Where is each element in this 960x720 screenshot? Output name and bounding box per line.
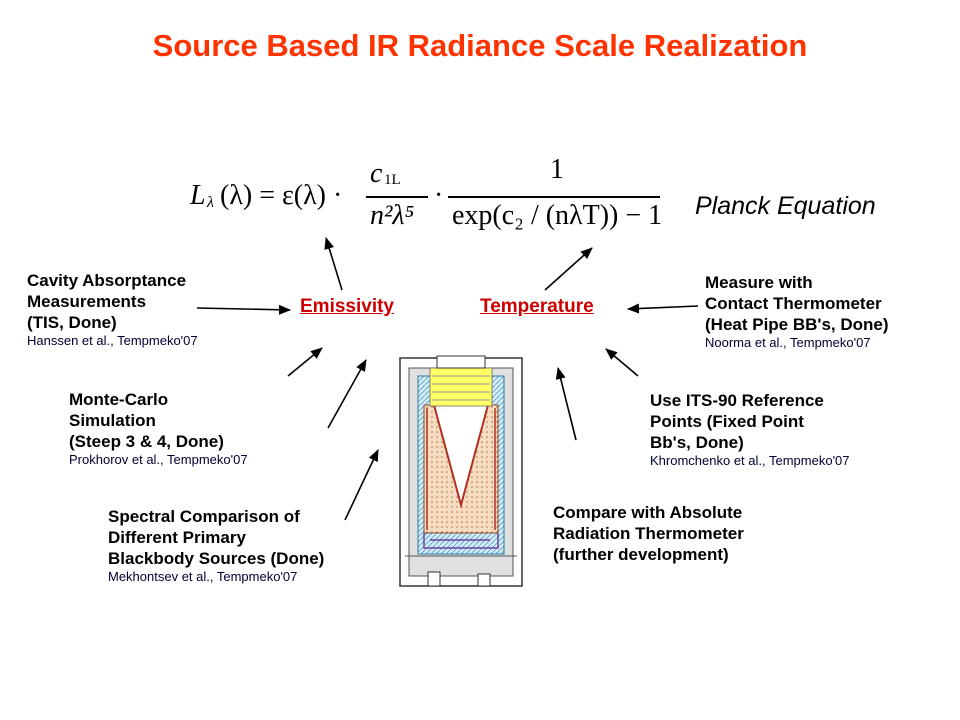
montecarlo-box: Monte-Carlo Simulation (Steep 3 & 4, Don…	[69, 389, 248, 468]
eq-lhs-sub: λ	[207, 194, 214, 211]
temperature-label: Temperature	[480, 296, 594, 317]
its90-box: Use ITS-90 Reference Points (Fixed Point…	[650, 390, 850, 469]
eq-frac2-den: exp(c₂ / (nλT)) − 1	[452, 200, 663, 231]
emissivity-label: Emissivity	[300, 296, 394, 317]
contact-line-3: (Heat Pipe BB's, Done)	[705, 315, 889, 334]
montecarlo-line-1: Monte-Carlo	[69, 390, 169, 409]
arrow-spectral-to-emissivity	[344, 449, 379, 521]
arrow-right-mid	[605, 348, 639, 377]
eq-frac1-den: n²λ⁵	[370, 200, 415, 231]
absolute-box: Compare with Absolute Radiation Thermome…	[553, 502, 744, 565]
contact-line-1: Measure with	[705, 273, 813, 292]
cavity-ref: Hanssen et al., Tempmeko'07	[27, 333, 198, 348]
arrow-emissivity-to-equation	[324, 237, 343, 291]
blackbody-illustration	[399, 355, 523, 587]
spectral-box: Spectral Comparison of Different Primary…	[108, 506, 324, 585]
arrow-montecarlo-to-emissivity	[327, 359, 367, 429]
arrow-cavity-to-emissivity	[196, 304, 291, 315]
arrow-temperature-to-equation	[544, 247, 593, 291]
eq-frac1-line	[366, 196, 428, 198]
spectral-line-2: Different Primary	[108, 528, 246, 547]
cavity-line-2: Measurements	[27, 292, 147, 311]
spectral-ref: Mekhontsev et al., Tempmeko'07	[108, 569, 298, 584]
its90-line-1: Use ITS-90 Reference	[650, 391, 824, 410]
cavity-line-3: (TIS, Done)	[27, 313, 117, 332]
absolute-line-1: Compare with Absolute	[553, 503, 743, 522]
montecarlo-ref: Prokhorov et al., Tempmeko'07	[69, 452, 248, 467]
its90-line-3: Bb's, Done)	[650, 433, 744, 452]
spectral-line-3: Blackbody Sources (Done)	[108, 549, 325, 568]
page-title: Source Based IR Radiance Scale Realizati…	[152, 28, 808, 63]
its90-line-2: Points (Fixed Point	[650, 412, 804, 431]
montecarlo-line-3: (Steep 3 & 4, Done)	[69, 432, 224, 451]
spectral-line-1: Spectral Comparison of	[108, 507, 300, 526]
planck-equation-label: Planck Equation	[695, 192, 876, 220]
contact-ref: Noorma et al., Tempmeko'07	[705, 335, 871, 350]
eq-frac2-line	[448, 196, 660, 198]
eq-frac1-num-sub: 1L	[384, 172, 401, 188]
absolute-line-3: (further development)	[553, 545, 729, 564]
arrow-its90-to-temperature	[555, 367, 577, 441]
eq-frac2-num: 1	[550, 154, 564, 185]
arrow-contact-to-temperature	[627, 303, 699, 314]
cavity-box: Cavity Absorptance Measurements (TIS, Do…	[27, 270, 198, 349]
eq-lhs-arg: (λ) = ε(λ) ·	[220, 180, 343, 211]
contact-line-2: Contact Thermometer	[705, 294, 882, 313]
its90-ref: Khromchenko et al., Tempmeko'07	[650, 453, 850, 468]
contact-box: Measure with Contact Thermometer (Heat P…	[705, 272, 889, 351]
cavity-line-1: Cavity Absorptance	[27, 271, 187, 290]
arrow-left-mid	[287, 347, 323, 377]
eq-lhs: L	[190, 180, 206, 211]
eq-frac1-num: c	[370, 158, 383, 189]
montecarlo-line-2: Simulation	[69, 411, 156, 430]
absolute-line-2: Radiation Thermometer	[553, 524, 744, 543]
eq-dot: ·	[434, 180, 444, 211]
planck-equation: L λ (λ) = ε(λ) · c 1L n²λ⁵ · 1 exp(c₂ / …	[190, 154, 670, 240]
